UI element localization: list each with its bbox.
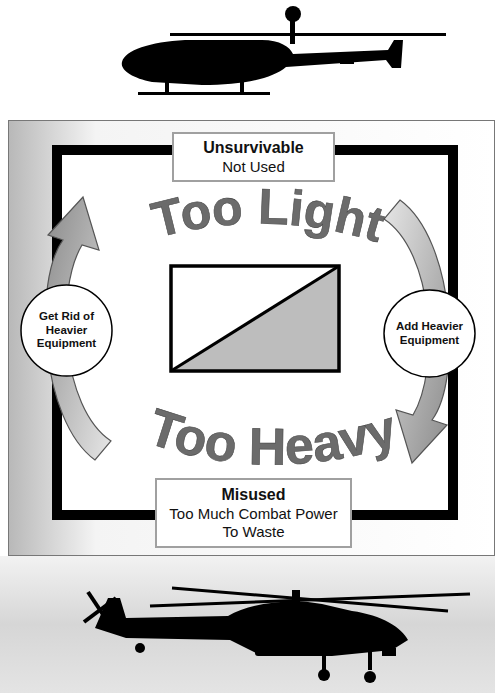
arched-label-text: Too Light: [146, 178, 391, 253]
arched-label: Too Light: [146, 178, 391, 253]
action-circle: Get Rid of Heavier Equipment: [20, 284, 113, 377]
outer-frame: [9, 121, 495, 556]
arched-label: Too Heavy: [142, 397, 403, 475]
scout-helicopter: [122, 6, 446, 95]
bottom-band: [0, 556, 495, 693]
action-circle: Add Heavier Equipment: [383, 289, 476, 378]
arched-label-text: Too Heavy: [142, 397, 403, 475]
node-body: Not Used: [222, 158, 285, 176]
status-box: UnsurvivableNot Used: [172, 132, 335, 182]
node-heading: Unsurvivable: [203, 138, 303, 157]
node-heading: Get Rid of Heavier Equipment: [32, 310, 101, 351]
node-heading: Misused: [221, 485, 285, 504]
balance-symbol: [171, 266, 339, 371]
node-heading: Add Heavier Equipment: [395, 320, 464, 348]
status-box: MisusedToo Much Combat Power To Waste: [155, 478, 352, 548]
attack-helicopter: [84, 588, 470, 683]
node-body: Too Much Combat Power To Waste: [161, 505, 346, 541]
